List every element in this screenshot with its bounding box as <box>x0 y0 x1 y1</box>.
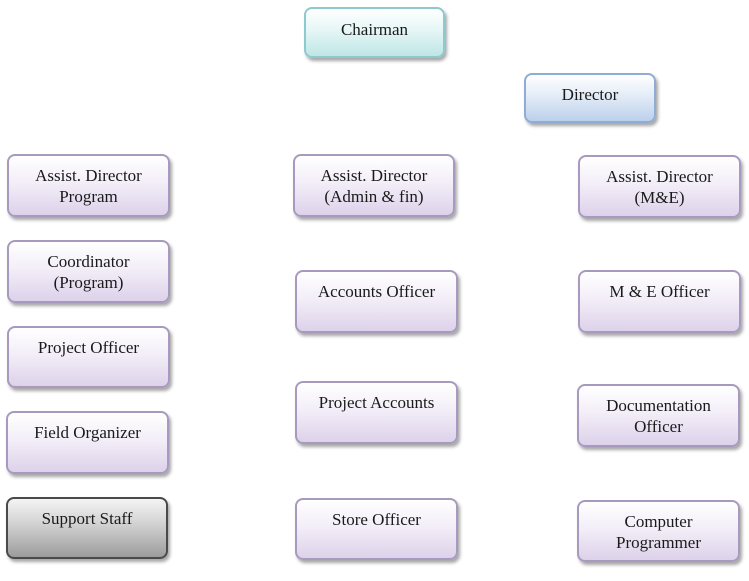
accounts-officer-box: Accounts Officer <box>295 270 458 333</box>
support-staff-label: Support Staff <box>41 509 133 528</box>
assist-director-program-label: Assist. Director Program <box>35 166 142 206</box>
me-officer-label: M & E Officer <box>609 282 710 301</box>
assist-director-me-box: Assist. Director (M&E) <box>578 155 741 218</box>
project-officer-label: Project Officer <box>37 338 140 357</box>
director-label: Director <box>561 85 619 104</box>
store-officer-box: Store Officer <box>295 498 458 560</box>
documentation-officer-box: Documentation Officer <box>577 384 740 447</box>
assist-director-admin-label: Assist. Director (Admin & fin) <box>320 166 428 206</box>
field-organizer-label: Field Organizer <box>34 423 141 442</box>
coordinator-program-box: Coordinator (Program) <box>7 240 170 303</box>
me-officer-box: M & E Officer <box>578 270 741 333</box>
director-box: Director <box>524 73 656 123</box>
store-officer-label: Store Officer <box>332 510 421 529</box>
project-officer-box: Project Officer <box>7 326 170 388</box>
assist-director-me-label: Assist. Director (M&E) <box>606 167 713 207</box>
project-accounts-box: Project Accounts <box>295 381 458 444</box>
field-organizer-box: Field Organizer <box>6 411 169 474</box>
coordinator-program-label: Coordinator (Program) <box>47 252 130 292</box>
documentation-officer-label: Documentation Officer <box>606 396 711 436</box>
assist-director-admin-box: Assist. Director (Admin & fin) <box>293 154 455 217</box>
computer-programmer-box: Computer Programmer <box>577 500 740 562</box>
assist-director-program-box: Assist. Director Program <box>7 154 170 217</box>
project-accounts-label: Project Accounts <box>318 393 435 412</box>
chairman-label: Chairman <box>340 20 409 39</box>
chairman-box: Chairman <box>304 7 445 58</box>
accounts-officer-label: Accounts Officer <box>317 282 436 301</box>
computer-programmer-label: Computer Programmer <box>616 512 701 552</box>
support-staff-box: Support Staff <box>6 497 168 559</box>
